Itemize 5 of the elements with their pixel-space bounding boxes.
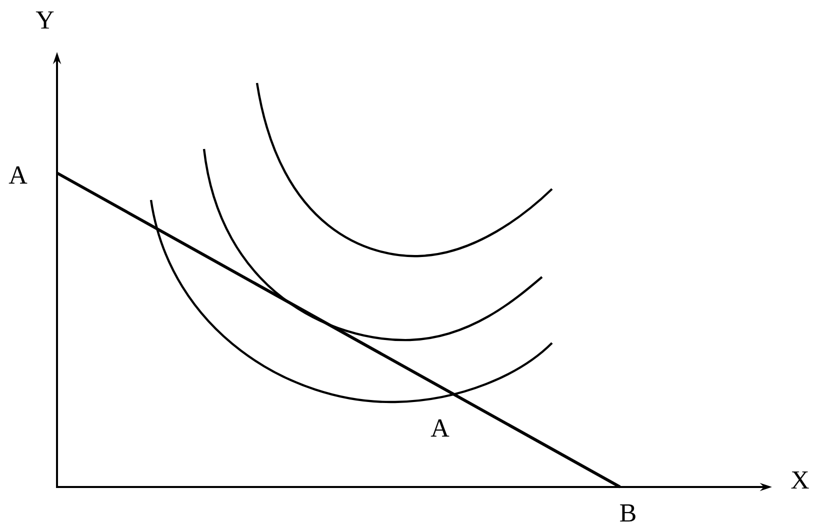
point-label: B [620,504,636,522]
point-label: A [8,166,28,184]
axis-label: Y [36,11,54,28]
axis-label: X [791,471,809,488]
point-label: A [430,419,450,437]
